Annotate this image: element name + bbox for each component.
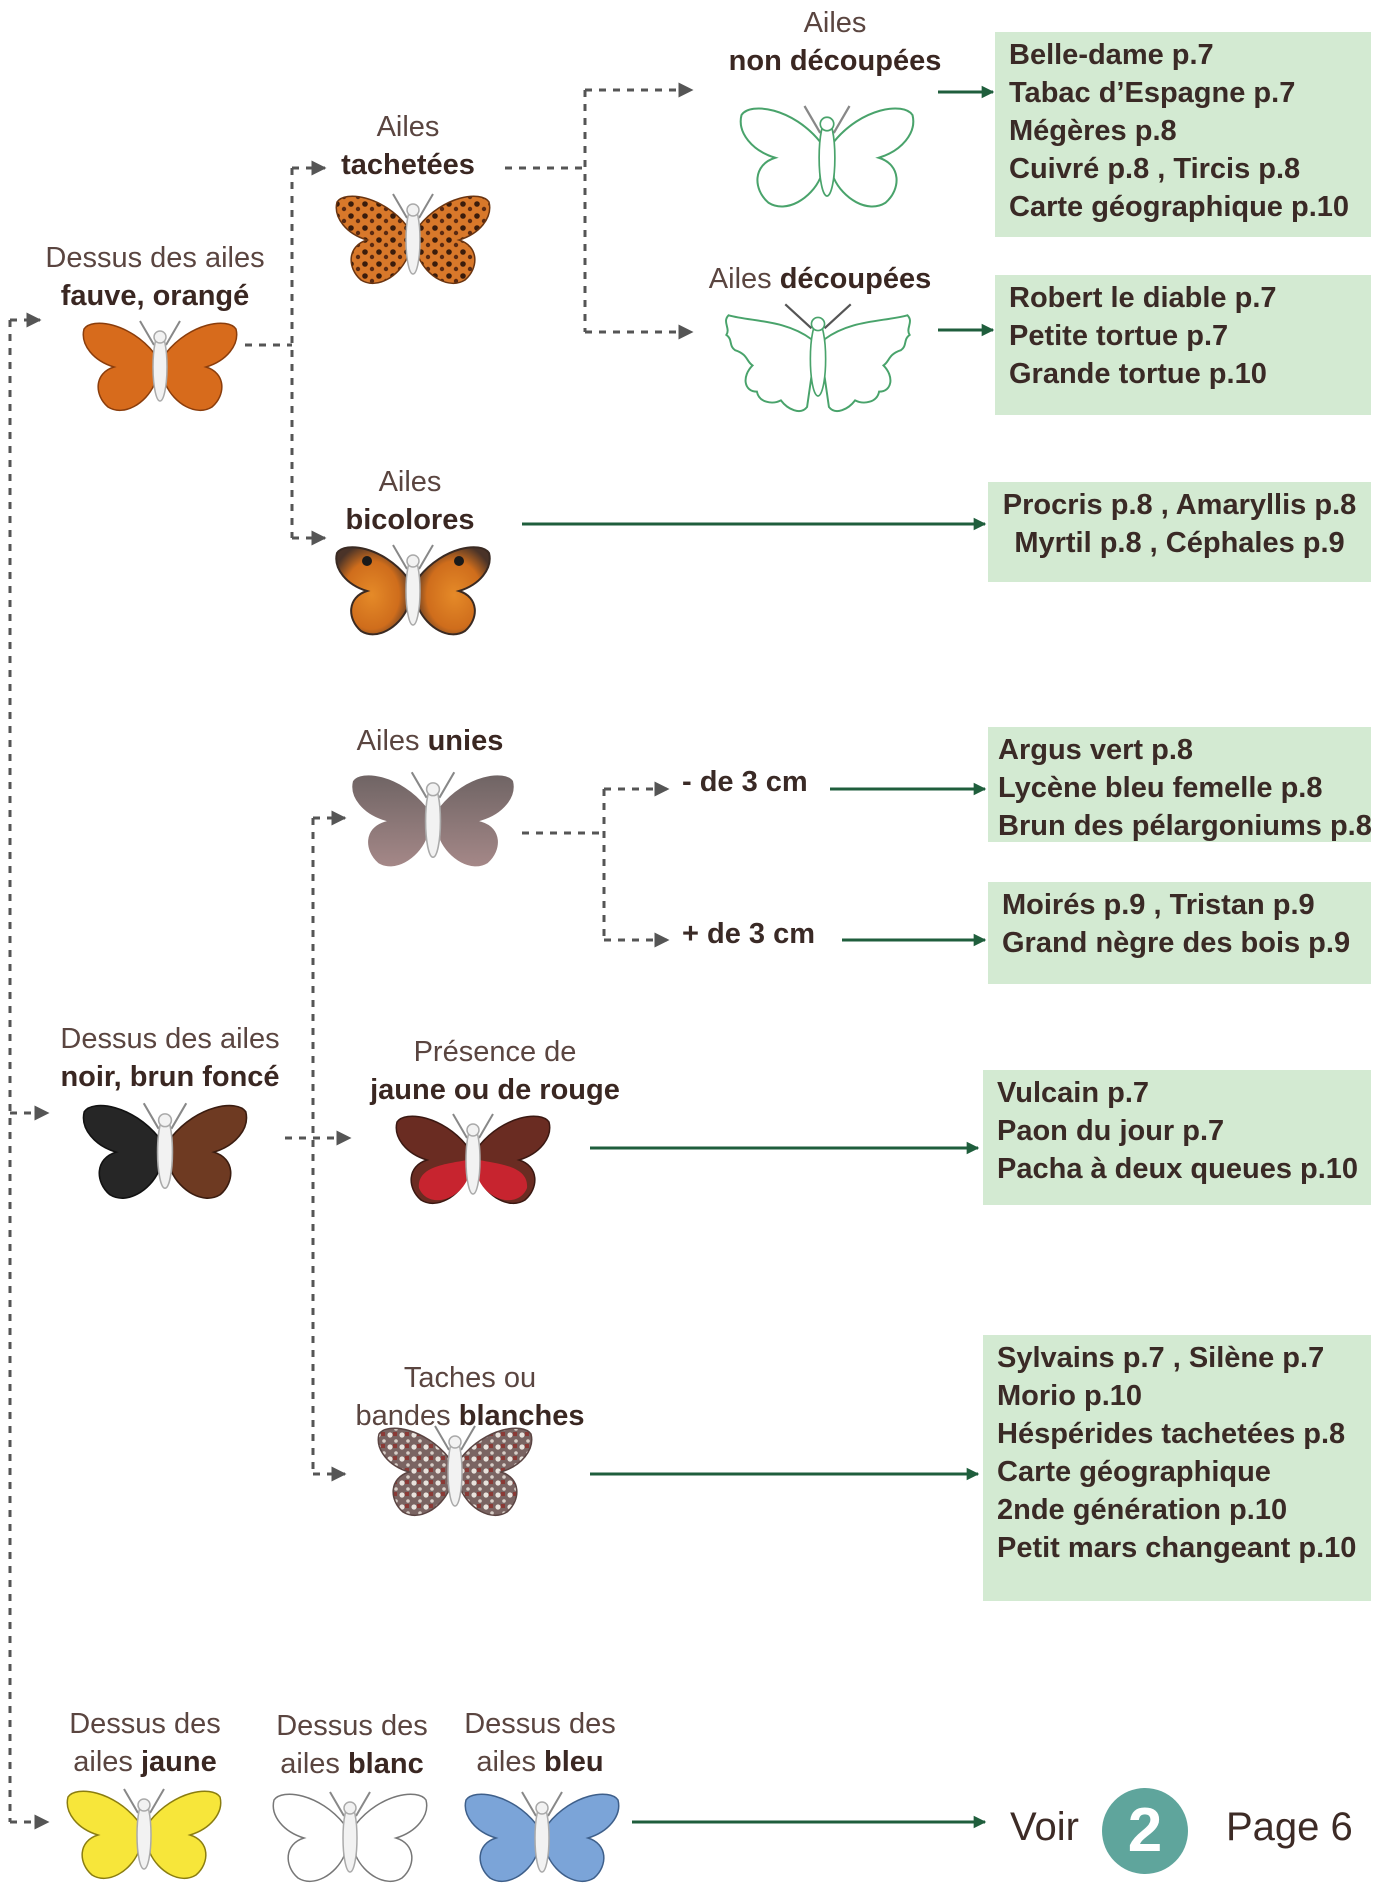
butterfly-orange-icon <box>82 320 238 412</box>
result-item: Héspérides tachetées p.8 <box>997 1418 1346 1450</box>
butterfly-checkered-icon <box>377 1425 533 1517</box>
result-item: Petit mars changeant p.10 <box>997 1532 1357 1564</box>
label-plain: Ailes unies <box>356 725 504 757</box>
dashed-connectors <box>8 82 694 1830</box>
result-item: Procris p.8 , Amaryllis p.8 <box>1002 489 1357 521</box>
result-item: Grande tortue p.10 <box>1009 358 1267 390</box>
result-item: Grand nègre des bois p.9 <box>1002 927 1351 959</box>
butterfly-yellow-icon <box>66 1788 222 1880</box>
butterfly-white-icon <box>272 1791 428 1883</box>
size-small-label: - de 3 cm <box>682 766 808 798</box>
result-item: Tabac d’Espagne p.7 <box>1009 77 1296 109</box>
result-box-small: Argus vert p.8 Lycène bleu femelle p.8 B… <box>988 727 1372 842</box>
size-large-label: + de 3 cm <box>682 918 815 950</box>
result-arrows <box>522 85 995 1829</box>
see-label: Voir <box>1010 1805 1079 1849</box>
result-box-cut: Robert le diable p.7 Petite tortue p.7 G… <box>995 275 1371 415</box>
result-item: Pacha à deux queues p.10 <box>997 1153 1359 1185</box>
result-item: Carte géographique p.10 <box>1009 191 1350 223</box>
result-item: Paon du jour p.7 <box>997 1115 1225 1147</box>
butterfly-bicolor-icon <box>335 544 491 636</box>
butterfly-red-icon <box>395 1113 551 1205</box>
butterfly-spotted-icon <box>335 193 491 285</box>
butterfly-plain-icon <box>350 771 516 868</box>
result-box-white-spots: Sylvains p.7 , Silène p.7 Morio p.10 Hés… <box>983 1335 1371 1601</box>
result-item: Brun des pélargoniums p.8 <box>998 810 1372 842</box>
result-item: Belle-dame p.7 <box>1009 39 1214 71</box>
result-item: Argus vert p.8 <box>998 734 1193 766</box>
result-box-large: Moirés p.9 , Tristan p.9 Grand nègre des… <box>988 882 1371 984</box>
result-item: Carte géographique <box>997 1456 1271 1488</box>
result-box-yellow-red: Vulcain p.7 Paon du jour p.7 Pacha à deu… <box>983 1070 1371 1205</box>
butterfly-outline-icon <box>739 105 915 208</box>
result-item: 2nde génération p.10 <box>997 1494 1288 1526</box>
butterfly-cut-wings-icon <box>725 303 911 412</box>
result-item: Sylvains p.7 , Silène p.7 <box>997 1342 1325 1374</box>
page-reference: Page 6 <box>1226 1805 1353 1849</box>
butterfly-dark-icon <box>82 1102 248 1199</box>
label-cut: Ailes découpées <box>708 263 932 295</box>
result-box-bicolor: Procris p.8 , Amaryllis p.8 Myrtil p.8 ,… <box>988 482 1371 582</box>
result-item: Myrtil p.8 , Céphales p.9 <box>1014 527 1345 559</box>
result-item: Morio p.10 <box>997 1380 1143 1412</box>
result-item: Vulcain p.7 <box>997 1077 1150 1109</box>
key-number-badge: 2 <box>1102 1788 1188 1874</box>
result-item: Robert le diable p.7 <box>1009 282 1277 314</box>
result-item: Mégères p.8 <box>1009 115 1177 147</box>
result-box-non-cut: Belle-dame p.7 Tabac d’Espagne p.7 Mégèr… <box>995 32 1371 237</box>
butterfly-blue-icon <box>464 1791 620 1883</box>
result-item: Cuivré p.8 , Tircis p.8 <box>1009 153 1301 185</box>
result-item: Moirés p.9 , Tristan p.9 <box>1002 889 1315 921</box>
result-item: Petite tortue p.7 <box>1009 320 1229 352</box>
result-item: Lycène bleu femelle p.8 <box>998 772 1323 804</box>
